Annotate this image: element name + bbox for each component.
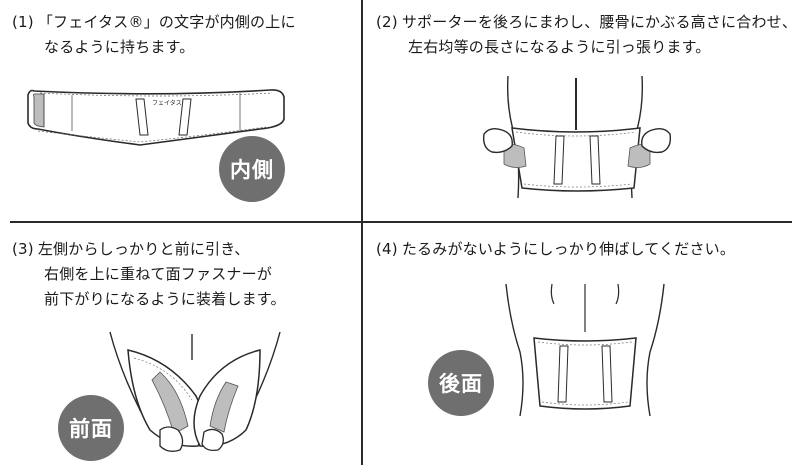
- horizontal-divider: [10, 221, 792, 223]
- step-1-text: (1)「フェイタス®」の文字が内側の上に なるように持ちます。: [12, 10, 296, 60]
- step-1-line-2: なるように持ちます。: [44, 38, 195, 56]
- belt-label: フェイタス: [152, 99, 182, 107]
- step-3-text: (3)左側からしっかりと前に引き、 右側を上に重ねて面ファスナーが 前下がりにな…: [12, 237, 286, 312]
- step-1-number: (1): [12, 13, 34, 31]
- front-badge: 前面: [58, 395, 124, 461]
- step-2-text: (2)サポーターを後ろにまわし、腰骨にかぶる高さに合わせ、 左右均等の長さになる…: [376, 10, 797, 60]
- step-3-number: (3): [12, 240, 34, 258]
- belt-illustration: フェイタス: [27, 89, 285, 146]
- step-4-line-1: たるみがないようにしっかり伸ばしてください。: [401, 240, 736, 258]
- step-2-line-1: サポーターを後ろにまわし、腰骨にかぶる高さに合わせ、: [401, 13, 798, 31]
- inner-side-badge: 内側: [219, 136, 285, 202]
- step-3-line-2: 右側を上に重ねて面ファスナーが: [44, 265, 273, 283]
- step-2-line-2: 左右均等の長さになるように引っ張ります。: [408, 38, 711, 56]
- front-fasten-illustration: [109, 331, 281, 452]
- step-1-line-1: 「フェイタス®」の文字が内側の上に: [37, 13, 296, 31]
- step-3-line-1: 左側からしっかりと前に引き、: [37, 240, 250, 258]
- vertical-divider: [361, 0, 363, 465]
- step-4-text: (4)たるみがないようにしっかり伸ばしてください。: [376, 237, 735, 262]
- step-2-number: (2): [376, 13, 398, 31]
- back-wrap-illustration: [482, 75, 672, 199]
- back-badge: 後面: [428, 350, 494, 416]
- back-finish-illustration: [505, 283, 665, 417]
- step-3-line-3: 前下がりになるように装着します。: [44, 290, 286, 308]
- step-4-number: (4): [376, 240, 398, 258]
